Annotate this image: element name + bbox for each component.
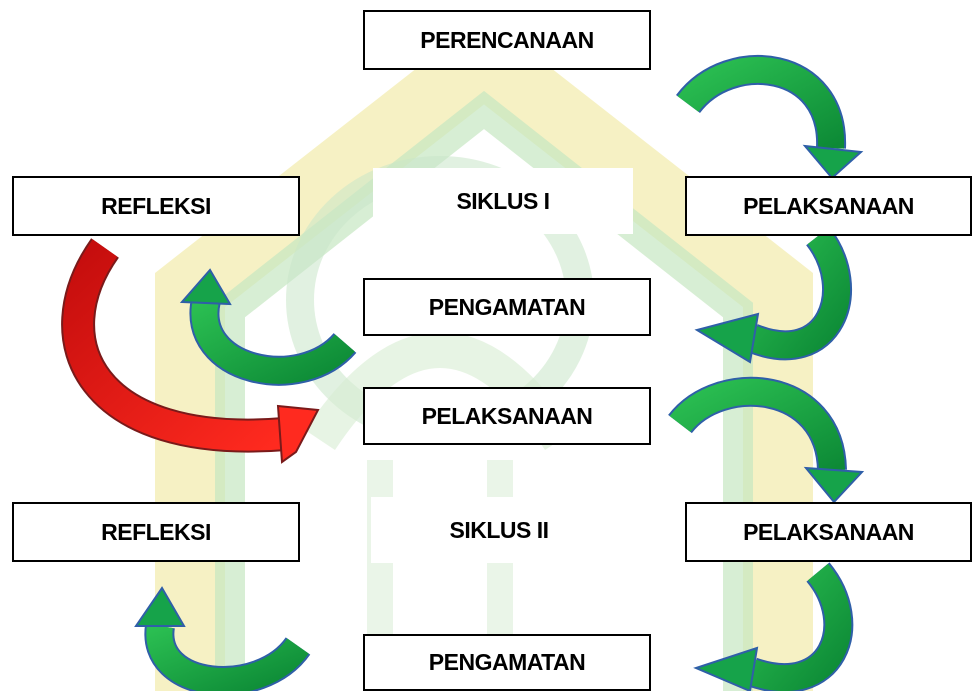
arrow-pelaksanaan-to-pengamatan-2 bbox=[693, 562, 854, 691]
node-pelaksanaan-1-right: PELAKSANAAN bbox=[685, 176, 972, 236]
node-pelaksanaan-2-center: PELAKSANAAN bbox=[363, 387, 651, 445]
label-siklus-1: SIKLUS I bbox=[373, 168, 633, 234]
arrow-pelaksanaan-to-pengamatan-1 bbox=[694, 226, 852, 364]
node-pengamatan-1: PENGAMATAN bbox=[363, 278, 651, 336]
arrow-perencanaan-to-pelaksanaan-1 bbox=[676, 54, 864, 180]
arrow-refleksi-to-pelaksanaan-transition bbox=[61, 238, 320, 464]
label-siklus-2: SIKLUS II bbox=[371, 497, 627, 563]
node-refleksi-1: REFLEKSI bbox=[12, 176, 300, 236]
arrow-pelaksanaan-to-pelaksanaan-2 bbox=[668, 376, 865, 504]
node-pelaksanaan-2-right: PELAKSANAAN bbox=[685, 502, 972, 562]
node-refleksi-2: REFLEKSI bbox=[12, 502, 300, 562]
arrow-pengamatan-to-refleksi-1 bbox=[179, 268, 357, 386]
node-perencanaan: PERENCANAAN bbox=[363, 10, 651, 70]
node-pengamatan-2: PENGAMATAN bbox=[363, 634, 651, 691]
arrow-pengamatan-to-refleksi-2 bbox=[134, 586, 311, 691]
